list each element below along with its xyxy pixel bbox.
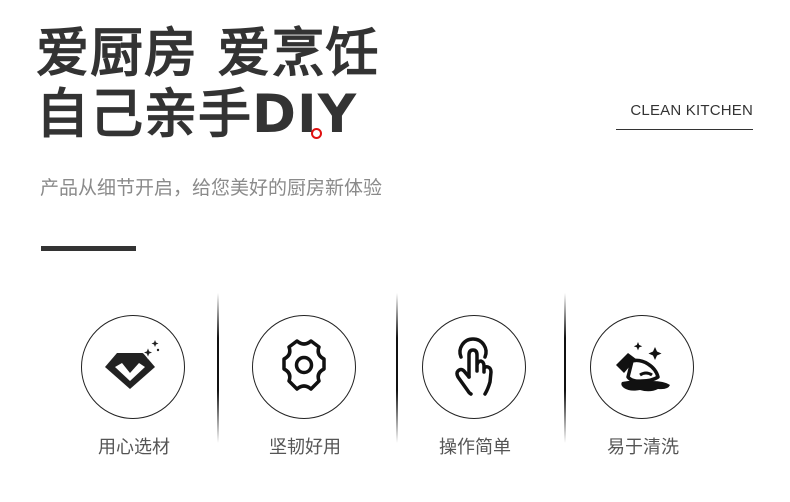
cursor-marker: [311, 128, 322, 139]
headline-line-1: 爱厨房 爱烹饪: [36, 23, 380, 84]
headline-line-2: 自己亲手DIY: [36, 84, 358, 145]
icon-circle: [81, 315, 185, 419]
pointer-hand-icon: [455, 337, 493, 396]
feature-label: 易于清洗: [607, 437, 679, 458]
diamond-check-icon: [105, 340, 160, 389]
english-tagline: CLEAN KITCHEN: [630, 102, 753, 119]
subtitle: 产品从细节开启，给您美好的厨房新体验: [40, 177, 383, 199]
gear-icon: [282, 339, 326, 391]
icon-circle: [252, 315, 356, 419]
accent-bar: [41, 246, 136, 251]
divider: [564, 293, 566, 443]
icon-circle: [590, 315, 694, 419]
tagline-underline: [616, 129, 753, 130]
divider: [217, 293, 219, 443]
feature-label: 操作简单: [439, 437, 511, 458]
feature-label: 坚韧好用: [269, 437, 341, 458]
wiping-hand-icon: [616, 342, 670, 392]
feature-label: 用心选材: [98, 437, 170, 458]
divider: [396, 293, 398, 443]
icon-circle: [422, 315, 526, 419]
